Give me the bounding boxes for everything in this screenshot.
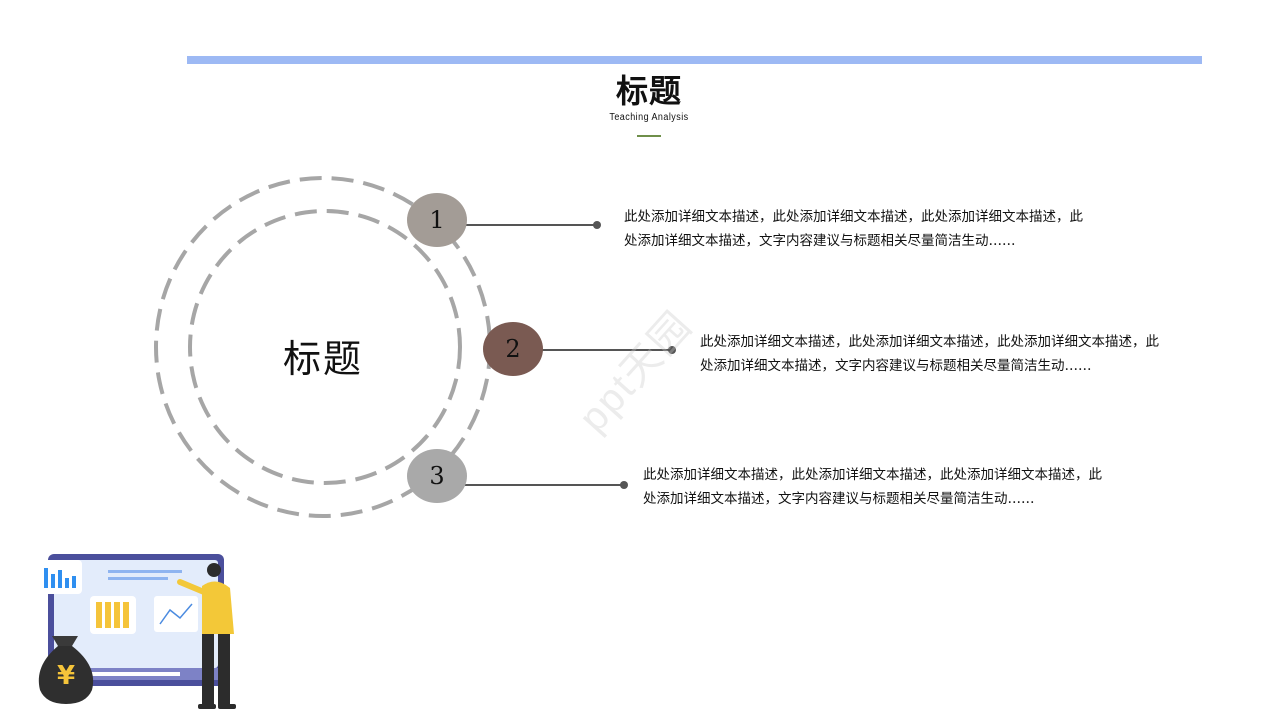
line-chart-icon <box>154 596 198 632</box>
title-underline <box>637 135 661 137</box>
step-badge-2: 2 <box>483 322 543 376</box>
header-accent-bar <box>187 56 1202 64</box>
page-subtitle: Teaching Analysis <box>609 112 689 123</box>
diagram-center-title: 标题 <box>282 337 363 381</box>
page-title: 标题 <box>615 72 682 110</box>
person-figure <box>177 563 236 709</box>
business-illustration: ¥ <box>38 554 236 709</box>
money-bag-icon <box>38 636 94 704</box>
column-chart-icon <box>90 596 136 634</box>
step-description-1: 此处添加详细文本描述，此处添加详细文本描述，此处添加详细文本描述，此处添加详细文… <box>624 209 1083 249</box>
currency-symbol: ¥ <box>57 661 75 691</box>
connector-dot-3 <box>620 481 628 489</box>
connector-dot-2 <box>668 346 676 354</box>
step-description-2: 此处添加详细文本描述，此处添加详细文本描述，此处添加详细文本描述，此处添加详细文… <box>700 334 1159 374</box>
step-description-3: 此处添加详细文本描述，此处添加详细文本描述，此处添加详细文本描述，此处添加详细文… <box>643 467 1102 507</box>
connector-dot-1 <box>593 221 601 229</box>
bar-chart-icon <box>38 560 82 594</box>
step-badge-3: 3 <box>407 449 467 503</box>
step-badge-1: 1 <box>407 193 467 247</box>
inner-dashed-ring <box>188 209 462 485</box>
